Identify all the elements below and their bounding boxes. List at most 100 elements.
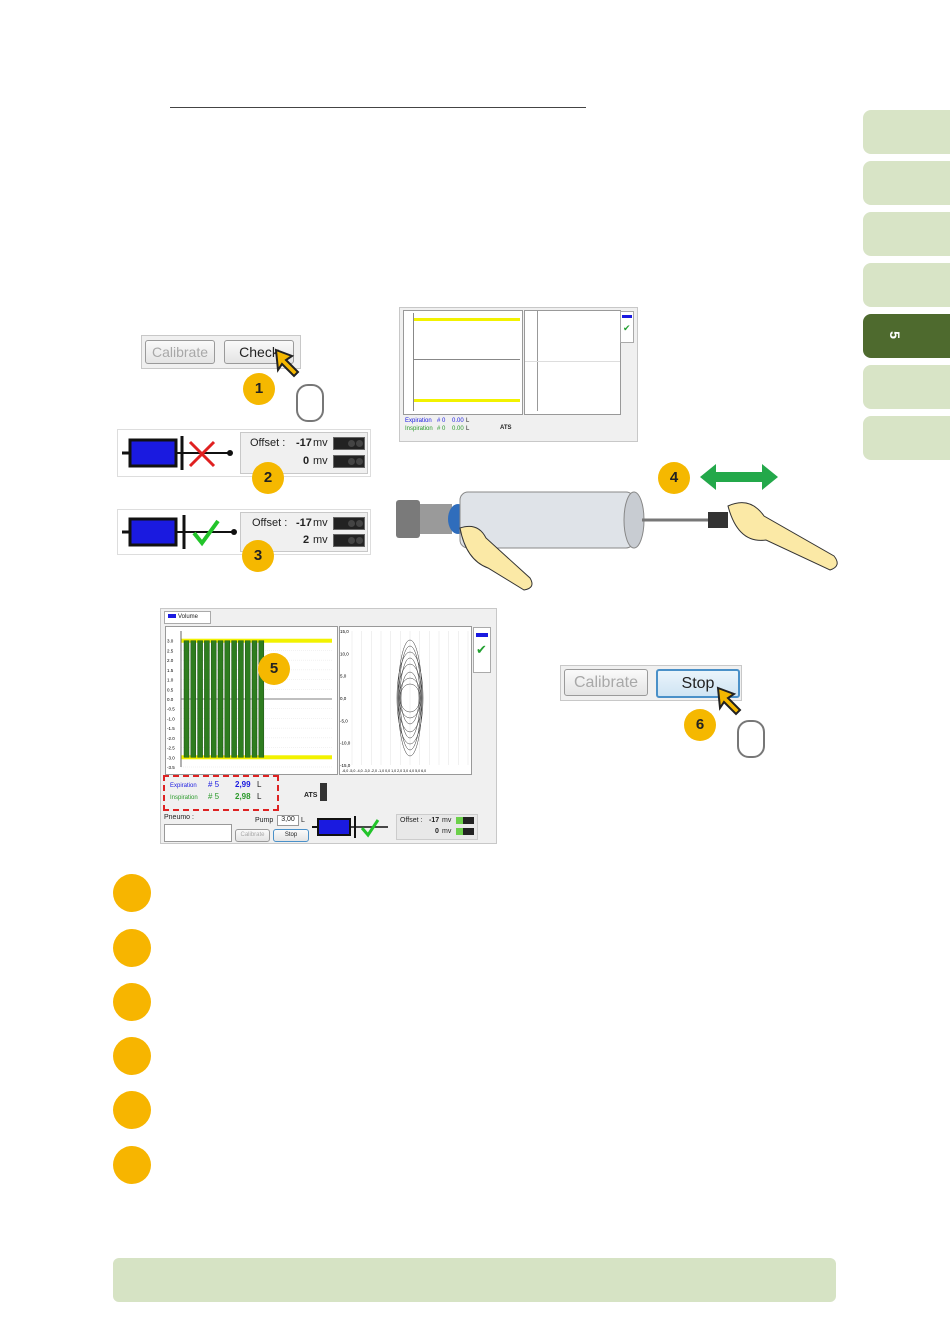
syringe-mini-icon xyxy=(622,315,632,318)
flow-x-ticks: -6,0 -5,0 -4,0 -3,0 -2,0 -1,0 0,0 1,0 2,… xyxy=(342,769,426,773)
offset-label: Offset : xyxy=(252,517,288,529)
side-tab-label: 5 xyxy=(886,331,903,339)
insp-count: # 0 xyxy=(437,426,446,432)
note-box xyxy=(113,1258,836,1302)
pump-unit: L xyxy=(301,817,305,824)
offset-label: Offset : xyxy=(250,437,286,449)
y-tick-label: -2.5 xyxy=(167,746,175,751)
side-tab-2[interactable] xyxy=(863,161,950,205)
main-side-toolbar: ✔ xyxy=(473,627,491,673)
calibrate-button[interactable]: Calibrate xyxy=(564,669,648,696)
offset-unit-1: mv xyxy=(442,817,452,824)
offset-unit-2: mv xyxy=(313,534,328,546)
y-tick-label: -3.5 xyxy=(167,765,175,770)
side-tab-active[interactable]: 5 xyxy=(863,314,950,358)
y-tick-label: -0.5 xyxy=(167,707,175,712)
exp-value: 2,99 xyxy=(235,780,251,789)
check-mini-icon[interactable]: ✔ xyxy=(476,642,487,657)
offset-label: Offset : xyxy=(400,817,423,824)
exp-label: Expiration xyxy=(405,418,432,424)
pneumo-label: Pneumo : xyxy=(164,814,194,821)
double-arrow-icon xyxy=(700,464,778,490)
side-tab-7[interactable] xyxy=(863,416,950,460)
exp-count: # 0 xyxy=(437,418,446,424)
insp-label: Inspiration xyxy=(405,426,433,432)
syringe-mini-icon[interactable] xyxy=(476,633,488,637)
insp-value: 0.00 xyxy=(452,426,464,432)
ats-label: ATS xyxy=(500,425,512,431)
offset-value-2: 2 xyxy=(303,534,310,546)
bullet-circle-3 xyxy=(113,983,151,1021)
volume-bar xyxy=(204,640,210,758)
flow-y-tick: -15,0 xyxy=(340,763,351,768)
exp-count: # 5 xyxy=(208,780,220,789)
offset-value-1: -17 xyxy=(296,437,312,449)
volume-bar xyxy=(224,640,231,758)
offset-value-1: -17 xyxy=(296,517,312,529)
bullet-circle-4 xyxy=(113,1037,151,1075)
y-tick-label: 3.0 xyxy=(167,639,174,644)
side-tab-6[interactable] xyxy=(863,365,950,409)
flow-loop xyxy=(400,671,420,725)
y-tick-label: -1.0 xyxy=(167,716,175,721)
volume-chart-empty xyxy=(403,310,523,415)
side-tab-4[interactable] xyxy=(863,263,950,307)
ats-indicator xyxy=(320,783,327,801)
tab-volume[interactable]: Volume xyxy=(164,611,211,624)
pneumo-select[interactable] xyxy=(164,824,232,842)
insp-count: # 5 xyxy=(208,792,220,801)
insp-value: 2,98 xyxy=(235,792,251,801)
syringe-ok-icon xyxy=(122,515,237,549)
exp-label: Expiration xyxy=(170,783,197,789)
status-led-2 xyxy=(333,455,365,468)
offset-unit-1: mv xyxy=(313,437,328,449)
side-tab-1[interactable] xyxy=(863,110,950,154)
status-led-2 xyxy=(333,534,365,547)
y-tick-label: 0.5 xyxy=(167,687,174,692)
flow-y-tick: 10,0 xyxy=(340,651,349,656)
bullet-circle-6 xyxy=(113,1146,151,1184)
y-tick-label: -1.5 xyxy=(167,726,175,731)
flow-loop xyxy=(396,651,424,745)
exp-value: 0.00 xyxy=(452,418,464,424)
volume-bar xyxy=(251,640,258,758)
bullet-circle-1 xyxy=(113,874,151,912)
status-led-1 xyxy=(333,517,365,530)
calibrate-button[interactable]: Calibrate xyxy=(145,340,215,364)
step-badge-3: 3 xyxy=(242,540,274,572)
ats-label: ATS xyxy=(304,792,318,799)
flow-loop xyxy=(399,683,421,713)
y-tick-label: 2.5 xyxy=(167,648,174,653)
y-tick-label: 1.5 xyxy=(167,668,174,673)
side-tab-3[interactable] xyxy=(863,212,950,256)
volume-bar xyxy=(238,640,244,758)
step-badge-2: 2 xyxy=(252,462,284,494)
volume-bar xyxy=(244,640,251,758)
volume-bar xyxy=(197,640,203,758)
syringe-ok-icon xyxy=(312,816,388,838)
volume-bar xyxy=(258,640,265,758)
flow-loop xyxy=(398,677,422,719)
step-badge-6: 6 xyxy=(684,709,716,741)
stop-button[interactable]: Stop xyxy=(273,829,309,842)
volume-bar xyxy=(210,640,217,758)
y-tick-label: 1.0 xyxy=(167,678,174,683)
check-button[interactable]: Check xyxy=(224,340,294,364)
volume-bar xyxy=(217,640,224,758)
exp-unit: L xyxy=(257,780,262,789)
bullet-circle-2 xyxy=(113,929,151,967)
pump-input[interactable]: 3,00 xyxy=(277,815,299,826)
calibrate-button[interactable]: Calibrate xyxy=(235,829,270,842)
volume-tab-icon xyxy=(168,614,176,618)
offset-unit-2: mv xyxy=(313,455,328,467)
bullet-circle-5 xyxy=(113,1091,151,1129)
offset-value-2: 0 xyxy=(435,828,439,835)
mouse-icon xyxy=(737,720,765,758)
volume-bar xyxy=(183,640,190,758)
status-led-1 xyxy=(333,437,365,450)
syringe-fail-icon xyxy=(122,436,233,470)
offset-unit-1: mv xyxy=(313,517,328,529)
offset-unit-2: mv xyxy=(442,828,452,835)
